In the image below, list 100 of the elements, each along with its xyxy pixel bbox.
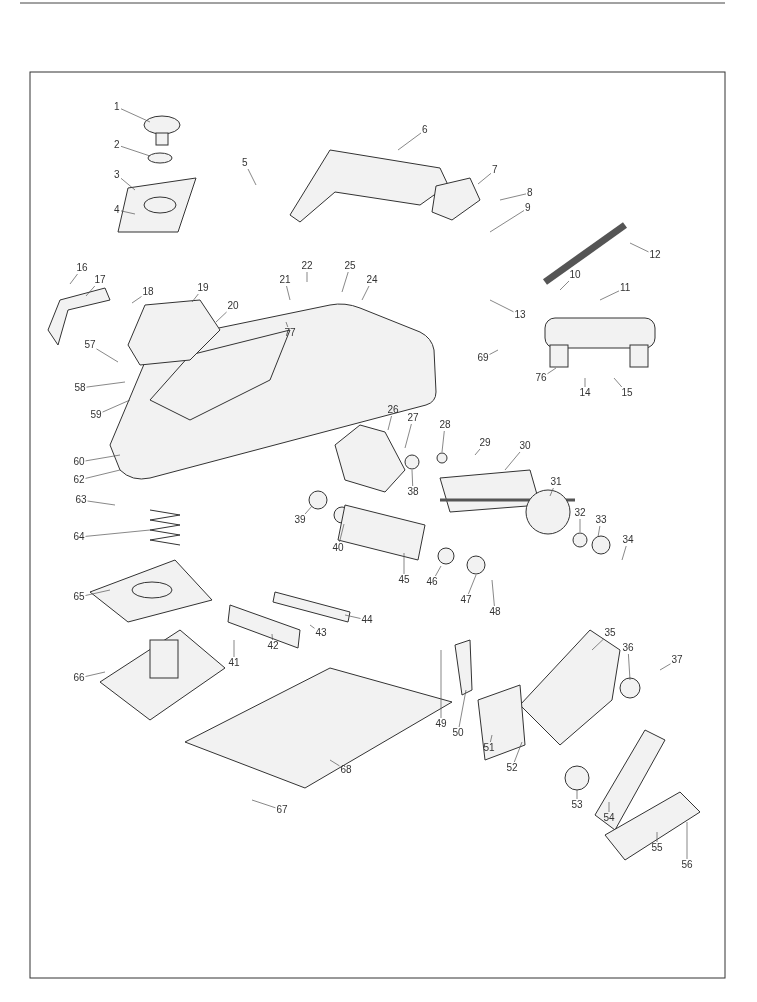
leader-line (191, 293, 199, 303)
callout-number: 65 (73, 591, 85, 603)
leader-line (404, 423, 412, 449)
leader-line (271, 633, 273, 641)
leader-line (411, 469, 414, 487)
callout-number: 8 (527, 187, 533, 199)
leader-line (85, 469, 121, 479)
leader-line (120, 145, 151, 157)
leader-line (458, 689, 467, 728)
callout-number: 53 (571, 799, 583, 811)
callout-number: 41 (228, 657, 240, 669)
leader-line (468, 574, 477, 595)
leader-line (499, 193, 527, 201)
leader-line (547, 367, 557, 375)
leader-line (440, 649, 442, 719)
leader-line (490, 734, 493, 743)
leader-line (131, 296, 142, 304)
leader-line (69, 273, 78, 285)
leader-line (403, 552, 405, 575)
callout-number: 34 (622, 534, 634, 546)
leader-line (489, 349, 499, 355)
leader-line (361, 285, 370, 301)
leader-line (686, 821, 688, 860)
leader-line (608, 801, 610, 813)
leader-line (397, 132, 422, 151)
leader-line (659, 663, 671, 671)
leader-line (304, 505, 313, 515)
leader-line (579, 518, 581, 533)
callout-number: 46 (426, 576, 438, 588)
callout-number: 7 (492, 164, 498, 176)
leader-line (629, 242, 649, 253)
callout-number: 21 (279, 274, 291, 286)
leader-line (120, 210, 136, 215)
leader-line (85, 671, 106, 677)
callout-number: 25 (344, 260, 356, 272)
callout-number: 2 (114, 139, 120, 151)
callout-number: 31 (550, 476, 562, 488)
leader-line (87, 500, 116, 506)
leader-line (96, 348, 119, 363)
leader-line (591, 638, 604, 651)
callout-number: 62 (73, 474, 85, 486)
leader-line (251, 799, 276, 809)
callout-number: 32 (574, 507, 586, 519)
callout-number: 68 (340, 764, 352, 776)
leader-line (85, 529, 151, 537)
callout-number: 43 (315, 627, 327, 639)
leader-line (120, 177, 136, 191)
callout-number: 36 (622, 642, 634, 654)
callout-number: 50 (452, 727, 464, 739)
callout-number: 6 (422, 124, 428, 136)
callout-number: 55 (651, 842, 663, 854)
leader-line (474, 448, 481, 456)
callout-number: 1 (114, 101, 120, 113)
callout-number: 59 (90, 409, 102, 421)
leader-line (341, 271, 349, 293)
callout-number: 64 (73, 531, 85, 543)
leader-line (628, 653, 631, 681)
callout-number: 4 (114, 204, 120, 216)
leader-line (329, 759, 340, 767)
callout-number: 26 (387, 404, 399, 416)
leader-line (504, 451, 521, 471)
callout-number: 77 (284, 327, 296, 339)
leader-line (286, 285, 291, 301)
leader-line (441, 430, 445, 453)
leader-line (233, 639, 235, 658)
callout-number: 33 (595, 514, 607, 526)
leader-line (285, 321, 289, 328)
callout-number: 67 (276, 804, 288, 816)
leader-line (549, 487, 554, 497)
callout-number: 3 (114, 169, 120, 181)
callout-number: 76 (535, 372, 547, 384)
leader-line (215, 311, 227, 323)
callout-number: 19 (197, 282, 209, 294)
leader-line (85, 589, 111, 596)
callout-number: 17 (94, 274, 106, 286)
callout-number: 28 (439, 419, 451, 431)
callout-number: 38 (407, 486, 419, 498)
leader-line (559, 280, 570, 291)
leader-line (85, 285, 96, 297)
leader-line (656, 831, 658, 843)
callout-number: 14 (579, 387, 591, 399)
callout-number: 45 (398, 574, 410, 586)
callout-number: 42 (267, 640, 279, 652)
callout-number: 9 (525, 202, 531, 214)
callout-number: 15 (621, 387, 633, 399)
leader-line (613, 377, 623, 388)
leader-line (309, 624, 315, 629)
leader-line (491, 579, 495, 607)
callout-number: 39 (294, 514, 306, 526)
callout-number: 66 (73, 672, 85, 684)
leader-line (489, 210, 525, 233)
callout-number: 51 (483, 742, 495, 754)
callout-number: 27 (407, 412, 419, 424)
callout-number: 30 (519, 440, 531, 452)
leader-line (576, 789, 578, 800)
callout-number: 57 (84, 339, 96, 351)
callout-number: 69 (477, 352, 489, 364)
leader-line (435, 565, 442, 577)
callout-number: 35 (604, 627, 616, 639)
leader-line (247, 168, 257, 186)
